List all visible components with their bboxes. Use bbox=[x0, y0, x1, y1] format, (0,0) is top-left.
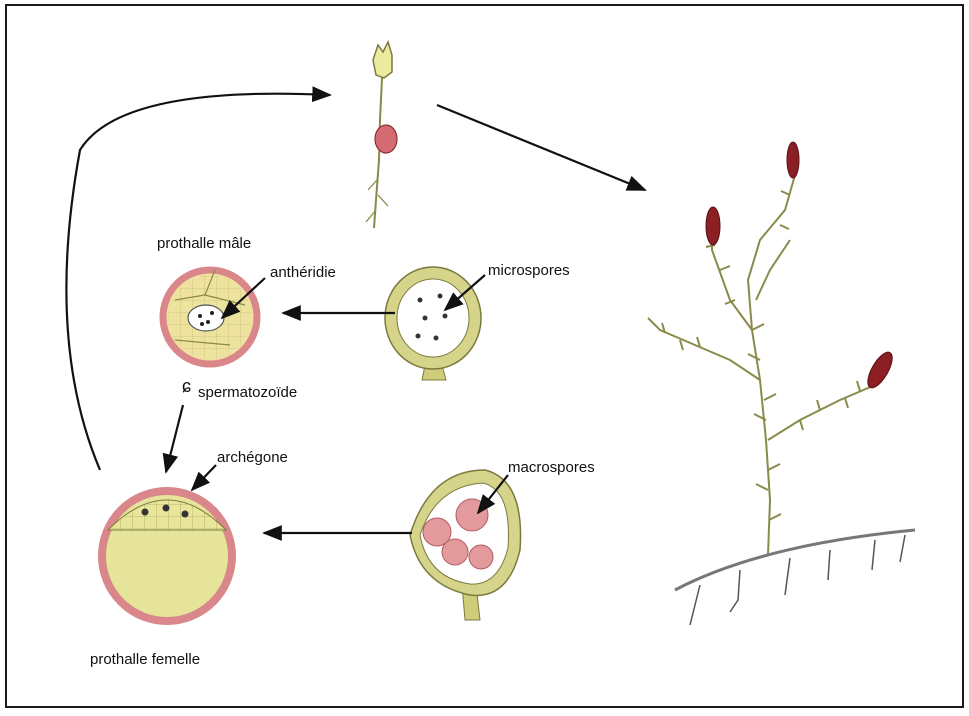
megasporangium bbox=[410, 470, 521, 620]
spermatozoid-glyph: ɕ bbox=[182, 376, 191, 396]
microsporangium bbox=[385, 267, 481, 380]
label-female-prothallus: prothalle femelle bbox=[90, 651, 200, 668]
arrow-sporophyte-to-plant bbox=[437, 105, 645, 190]
label-microspores: microspores bbox=[488, 262, 570, 279]
label-macrospores: macrospores bbox=[508, 459, 595, 476]
label-spermatozoid: spermatozoïde bbox=[198, 384, 297, 401]
male-prothallus bbox=[163, 270, 257, 364]
label-male-prothallus: prothalle mâle bbox=[157, 235, 251, 252]
pointer-archegonium bbox=[192, 465, 216, 490]
label-archegonium: archégone bbox=[217, 449, 288, 466]
strobili bbox=[706, 142, 897, 391]
arrow-spermatozoid-to-female bbox=[166, 405, 183, 472]
mature-sporophyte-plant bbox=[648, 175, 915, 625]
young-sporophyte bbox=[366, 42, 397, 228]
female-prothallus bbox=[102, 491, 232, 621]
label-antheridium: anthéridie bbox=[270, 264, 336, 281]
